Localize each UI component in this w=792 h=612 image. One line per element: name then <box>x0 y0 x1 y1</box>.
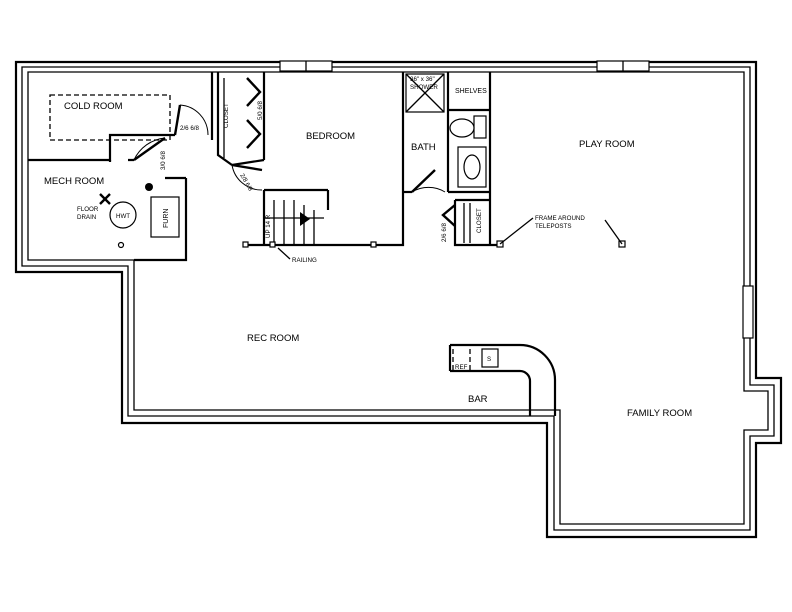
railing <box>242 241 377 260</box>
shower <box>405 73 445 113</box>
mech-room-door-label: 3/0 6/8 <box>160 151 167 170</box>
cold-room-shelf <box>49 94 171 141</box>
sink-label: S <box>487 356 491 363</box>
bedroom-label: BEDROOM <box>306 131 355 142</box>
cold-room-door[interactable] <box>173 104 209 136</box>
teleposts <box>496 217 626 248</box>
furn-label: FURN <box>163 209 170 228</box>
ref-label: REF <box>455 364 468 371</box>
vent-icon <box>145 183 153 191</box>
bath-closet-door-label: 2/6 6/8 <box>441 223 448 242</box>
bath-label: BATH <box>411 142 436 153</box>
bath-door[interactable] <box>411 169 446 193</box>
room-labels: COLD ROOM MECH ROOM BEDROOM BATH PLAY RO… <box>44 101 692 419</box>
mech-room-door[interactable] <box>133 137 166 161</box>
bedroom-door[interactable] <box>231 163 263 191</box>
closet-bifold-door[interactable] <box>246 77 262 149</box>
interior-walls <box>28 72 500 262</box>
closet-right-label: CLOSET <box>476 208 483 233</box>
shelves-label: SHELVES <box>455 88 487 95</box>
bedroom-door-label: 2/8 6/8 <box>238 173 254 193</box>
staircase <box>264 200 324 245</box>
floor-drain-icon <box>99 193 111 205</box>
closet-left-label: CLOSET <box>223 103 230 128</box>
play-room-label: PLAY ROOM <box>579 139 635 150</box>
stair-direction-arrow <box>300 212 310 226</box>
bar-counter <box>448 343 557 416</box>
shower-label-line1: 36" x 36" <box>410 76 435 83</box>
floor-drain-label-line2: DRAIN <box>77 214 96 221</box>
fixture-labels: SHELVES 36" x 36" SHOWER FLOOR DRAIN HWT… <box>77 76 585 371</box>
closet-door-label: 5/0 6/8 <box>257 101 264 120</box>
floor-drain-label-line1: FLOOR <box>77 206 99 213</box>
mech-room-label: MECH ROOM <box>44 176 104 187</box>
railing-label: RAILING <box>292 257 317 264</box>
window-top-right <box>596 60 650 72</box>
shower-label-line2: SHOWER <box>410 84 438 91</box>
hwt-label: HWT <box>116 213 130 220</box>
frame-label-line1: FRAME AROUND <box>535 215 585 222</box>
family-room-label: FAMILY ROOM <box>627 408 692 419</box>
bar-sink <box>481 348 499 368</box>
bar-label: BAR <box>468 394 488 405</box>
frame-label-line2: TELEPOSTS <box>535 223 571 230</box>
toilet <box>449 115 487 139</box>
bath-closet-door[interactable] <box>441 204 456 227</box>
floor-drain-small <box>117 241 125 249</box>
cold-room-door-label: 2/6 6/8 <box>180 125 199 132</box>
window-right <box>742 285 754 339</box>
closet-shelf-lines <box>223 78 471 243</box>
exterior-walls <box>14 60 783 539</box>
window-top-left <box>279 60 333 72</box>
hot-water-tank <box>109 201 137 229</box>
furnace <box>150 196 180 238</box>
vanity-sink <box>457 146 487 188</box>
cold-room-label: COLD ROOM <box>64 101 123 112</box>
rec-room-label: REC ROOM <box>247 333 299 344</box>
stair-label: UP 14 R <box>265 214 272 238</box>
